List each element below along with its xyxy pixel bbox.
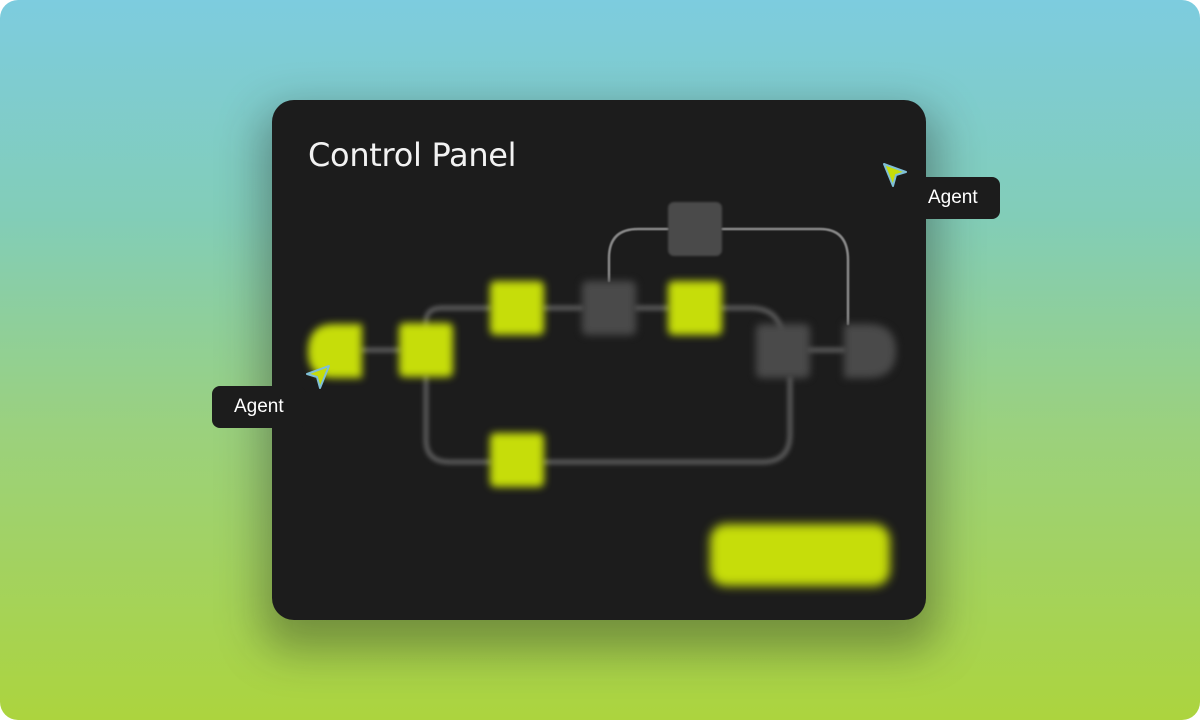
flow-node-5-mid[interactable] (668, 281, 722, 335)
pointer-arrow-icon (306, 365, 330, 389)
agent-label: Agent (212, 386, 306, 428)
flow-node-3-top[interactable] (490, 281, 544, 335)
flow-node-4[interactable] (582, 281, 636, 335)
connector-node4-node5top (607, 227, 670, 283)
flow-node-start[interactable] (308, 324, 362, 378)
workflow-diagram (308, 202, 896, 487)
flow-node-3-bottom[interactable] (490, 433, 544, 487)
connector-node2-node3top (423, 305, 493, 353)
flow-node-5-top[interactable] (668, 202, 722, 256)
connector-node3bottom-node6 (541, 375, 793, 465)
panel-title: Control Panel (308, 136, 517, 174)
connector-node5top-end (720, 227, 850, 326)
connector-node2-node3bottom (423, 373, 493, 465)
flow-node-end[interactable] (844, 324, 896, 378)
pointer-arrow-icon (883, 163, 907, 187)
flow-node-6[interactable] (756, 324, 810, 378)
flow-node-2[interactable] (399, 323, 453, 377)
control-panel: Control Panel (272, 100, 926, 620)
run-button[interactable] (710, 524, 890, 586)
agent-label: Agent (906, 177, 1000, 219)
